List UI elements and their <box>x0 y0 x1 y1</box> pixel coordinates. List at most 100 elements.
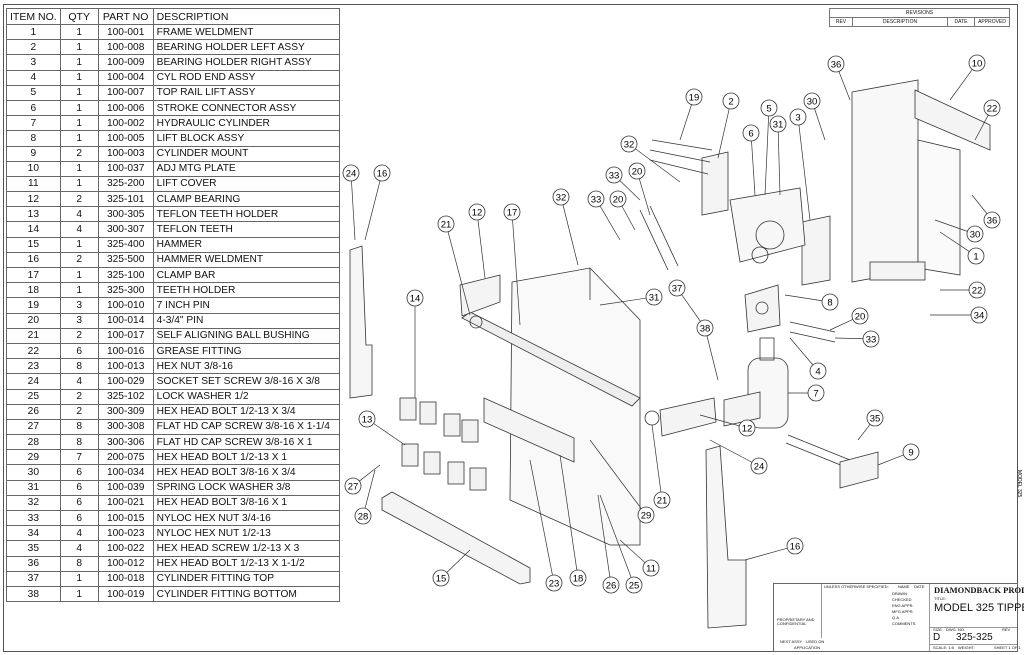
balloon-callout: 3 <box>789 108 811 221</box>
rev-approved-header: APPROVED <box>974 17 1010 27</box>
balloon-number: 3 <box>795 113 800 124</box>
part-teflon-teeth <box>399 397 487 491</box>
balloon-number: 12 <box>472 208 483 219</box>
tb-used-on: USED ON <box>806 639 825 644</box>
balloon-number: 16 <box>377 169 388 180</box>
balloon-callout: 33 <box>587 190 621 241</box>
balloon-callout: 38 <box>696 319 719 381</box>
leader-line <box>798 124 811 221</box>
balloon-circle <box>620 135 638 153</box>
balloon-number: 9 <box>908 448 913 459</box>
balloon-callout: 22 <box>974 99 1001 141</box>
tb-unless: UNLESS OTHERWISE SPECIFIED: <box>824 584 889 589</box>
balloon-circle <box>685 88 703 106</box>
leader-line <box>477 219 486 279</box>
balloon-callout: 21 <box>651 424 671 509</box>
balloon-callout: 19 <box>679 88 703 141</box>
balloon-callout: 31 <box>599 288 663 306</box>
balloon-number: 20 <box>613 195 624 206</box>
leader-line <box>373 423 406 446</box>
balloon-number: 11 <box>646 564 656 575</box>
balloon-circle <box>851 307 869 325</box>
balloon-circle <box>827 55 845 73</box>
tb-drawn: DRAWN <box>892 591 907 596</box>
balloon-callout: 23 <box>529 459 563 592</box>
tb-size-label: SIZE <box>933 627 942 632</box>
part-adj-mtg-plate <box>914 89 991 151</box>
balloon-number: 12 <box>742 424 753 435</box>
balloon-number: 22 <box>972 286 983 297</box>
balloon-circle <box>786 537 804 555</box>
leader-line <box>559 454 578 571</box>
balloon-circle <box>628 162 646 180</box>
balloon-circle <box>645 288 663 306</box>
bom-header-row: ITEM NO. QTY PART NO DESCRIPTION <box>6 8 340 25</box>
leader-line <box>589 439 642 509</box>
balloon-circle <box>342 164 360 182</box>
sheet-border <box>3 4 1018 652</box>
leader-line <box>562 204 579 266</box>
leader-line <box>529 459 553 576</box>
balloon-callout: 16 <box>744 537 804 561</box>
balloon-circle <box>983 99 1001 117</box>
leader-line <box>621 205 636 231</box>
part-bearing-holder-left <box>701 151 729 216</box>
balloon-number: 16 <box>790 542 801 553</box>
balloon-number: 27 <box>348 482 359 493</box>
leader-line <box>777 131 781 196</box>
balloon-circle <box>653 491 671 509</box>
balloon-number: 26 <box>606 581 617 592</box>
balloon-circle <box>373 164 391 182</box>
leader-line <box>512 219 521 326</box>
balloon-callout: 32 <box>620 135 681 183</box>
balloon-number: 36 <box>831 60 842 71</box>
leader-line <box>638 178 651 216</box>
balloon-number: 28 <box>358 512 369 523</box>
leader-line <box>709 439 753 463</box>
tb-company: DIAMONDBACK PRODUCTS <box>934 585 1024 595</box>
balloon-callout: 34 <box>930 306 988 324</box>
balloon-number: 8 <box>827 298 832 309</box>
tb-dwg-no-label: DWG. NO. <box>946 627 966 632</box>
balloon-circle <box>625 576 643 594</box>
balloon-callout: 5 <box>760 99 778 196</box>
balloon-circle <box>983 211 1001 229</box>
balloon-number: 18 <box>573 574 584 585</box>
balloon-number: 25 <box>629 581 640 592</box>
balloon-number: 36 <box>987 216 998 227</box>
leader-line <box>635 148 681 183</box>
leader-line <box>599 494 632 578</box>
balloon-circle <box>862 330 880 348</box>
tb-mfg-appr: MFG APPR. <box>892 609 914 614</box>
balloon-number: 19 <box>689 93 700 104</box>
balloon-number: 6 <box>748 129 753 140</box>
balloon-callout: 20 <box>628 162 651 216</box>
side-label: MODEL 325 <box>1016 470 1022 498</box>
tb-application: APPLICATION <box>794 645 821 650</box>
balloon-callout: 9 <box>877 443 920 466</box>
balloon-number: 23 <box>549 579 560 590</box>
balloon-circle <box>432 569 450 587</box>
part-hammer-weldment-left <box>349 245 373 399</box>
balloon-callout: 17 <box>503 203 521 326</box>
balloon-number: 24 <box>346 169 357 180</box>
balloon-callout: 16 <box>364 164 391 241</box>
balloon-circle <box>344 477 362 495</box>
leader-line <box>364 180 381 241</box>
balloon-circle <box>406 289 424 307</box>
leader-line <box>834 337 864 340</box>
leader-line <box>744 547 788 561</box>
balloon-callout: 31 <box>769 115 787 196</box>
tb-weight: WEIGHT: <box>958 645 975 650</box>
balloon-number: 1 <box>973 252 978 263</box>
balloon-callout: 4 <box>789 337 827 380</box>
balloon-number: 10 <box>972 59 983 70</box>
balloon-callout: 35 <box>857 409 884 441</box>
balloon-circle <box>742 124 760 142</box>
